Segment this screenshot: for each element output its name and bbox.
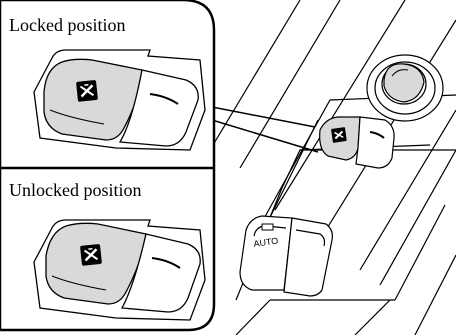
unlocked-position-label: Unlocked position <box>9 180 142 200</box>
callout-lines <box>212 107 318 152</box>
panel-lock-switch <box>320 117 394 168</box>
locked-switch-illustration <box>34 50 205 150</box>
unlocked-switch-illustration <box>34 220 205 320</box>
window-lock-icon <box>331 127 347 143</box>
power-window-switches <box>240 216 332 296</box>
window-lock-icon <box>76 80 98 102</box>
locked-position-label: Locked position <box>9 15 125 35</box>
mirror-control-knob <box>367 55 443 121</box>
window-lock-icon <box>80 244 102 266</box>
